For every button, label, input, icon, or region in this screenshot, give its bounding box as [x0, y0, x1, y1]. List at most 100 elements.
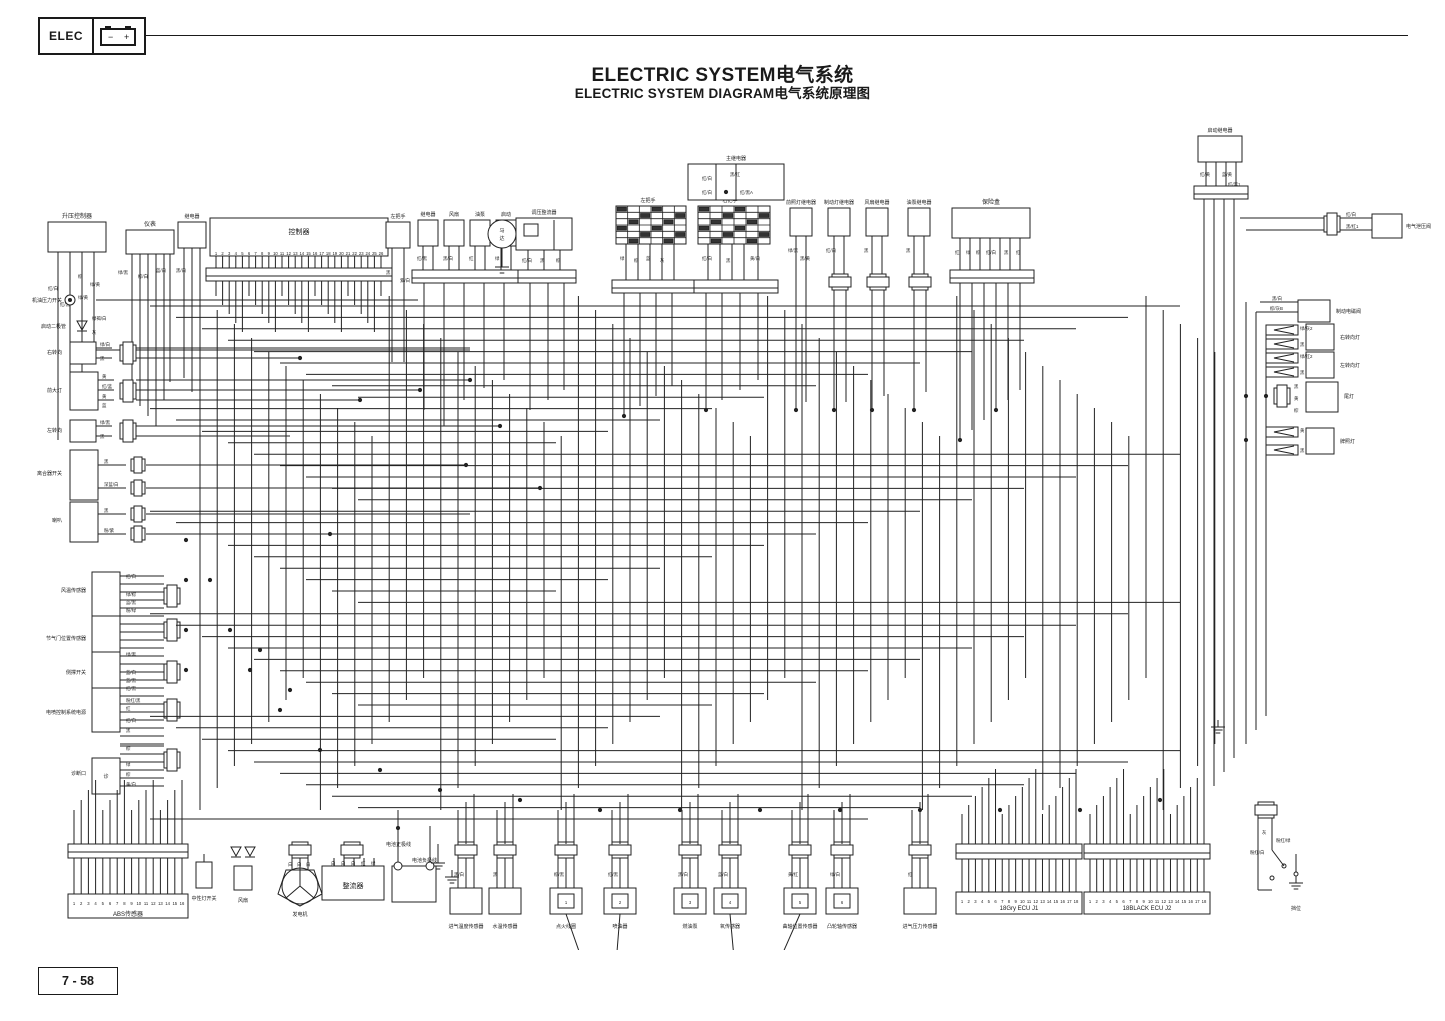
svg-text:黑: 黑 [104, 508, 109, 514]
svg-text:诊: 诊 [103, 773, 108, 780]
svg-text:绿/黑: 绿/黑 [118, 269, 129, 276]
svg-text:左把手: 左把手 [640, 197, 655, 204]
svg-text:黑: 黑 [100, 356, 105, 362]
svg-text:粉/绿: 粉/绿 [126, 607, 137, 614]
svg-text:10: 10 [1148, 899, 1153, 904]
svg-text:白: 白 [297, 861, 301, 868]
svg-text:节气门位置传感器: 节气门位置传感器 [46, 635, 86, 642]
svg-text:前照灯继电器: 前照灯继电器 [786, 199, 816, 206]
svg-text:2: 2 [221, 251, 224, 256]
svg-text:侧撑开关: 侧撑开关 [66, 669, 86, 676]
svg-text:3: 3 [228, 251, 231, 256]
svg-text:红/黑A: 红/黑A [740, 189, 753, 196]
svg-text:喇叭: 喇叭 [52, 517, 62, 524]
svg-text:1: 1 [961, 899, 964, 904]
right-component-group: 制动电磁阀 黑/白 棕/灰B 右转向灯 绿/灰2 黑 左转向灯 绿/红2 黑 尾… [1243, 295, 1361, 670]
svg-text:1: 1 [215, 251, 218, 256]
svg-text:棕: 棕 [976, 249, 981, 256]
svg-text:13: 13 [1040, 899, 1045, 904]
label-instrument: 仪表 [144, 220, 156, 228]
svg-text:凸轮轴传感器: 凸轮轴传感器 [827, 923, 857, 930]
svg-text:3: 3 [689, 900, 692, 905]
svg-text:棕/白: 棕/白 [138, 273, 148, 280]
svg-text:15: 15 [306, 251, 311, 256]
svg-text:马: 马 [499, 227, 504, 234]
svg-text:红/白: 红/白 [522, 257, 532, 264]
component-relay-small: 继电器 黑/白 [176, 213, 207, 392]
svg-text:+: + [124, 32, 129, 42]
svg-text:12: 12 [151, 901, 156, 906]
component-rectifier: 整流器 白白 白红 绿 [321, 841, 385, 901]
svg-text:16: 16 [1188, 899, 1193, 904]
svg-text:左转向灯: 左转向灯 [1340, 362, 1360, 369]
svg-text:黄: 黄 [102, 393, 107, 400]
svg-text:燃油泵: 燃油泵 [682, 923, 697, 930]
svg-text:粉/紫: 粉/紫 [104, 527, 115, 534]
component-right-switch-matrix: 右把手 红/白黑 黄/白 主继电器 红/白 黑/红 红/白 [687, 155, 785, 410]
svg-text:4: 4 [235, 251, 238, 256]
svg-text:6: 6 [109, 901, 112, 906]
svg-text:3: 3 [87, 901, 90, 906]
svg-text:黑/黄: 黑/黄 [800, 255, 811, 262]
svg-text:制动灯继电器: 制动灯继电器 [824, 199, 854, 206]
svg-text:绿/黄: 绿/黄 [78, 294, 89, 301]
svg-text:16: 16 [180, 901, 185, 906]
svg-text:3: 3 [1102, 899, 1105, 904]
component-left-switch-matrix: 左把手 绿棕 蓝灰 [611, 197, 695, 416]
svg-text:7: 7 [1001, 899, 1004, 904]
svg-text:绿: 绿 [966, 249, 971, 255]
svg-text:9: 9 [1142, 899, 1145, 904]
svg-text:紫/白: 紫/白 [400, 277, 410, 284]
svg-text:14: 14 [1175, 899, 1180, 904]
svg-text:绿/白: 绿/白 [830, 871, 840, 878]
svg-text:12: 12 [1161, 899, 1166, 904]
svg-text:红: 红 [469, 255, 474, 261]
svg-text:中性灯开关: 中性灯开关 [191, 895, 216, 902]
svg-text:黑: 黑 [1300, 448, 1305, 454]
svg-text:7: 7 [116, 901, 119, 906]
svg-text:左转向: 左转向 [47, 427, 62, 434]
svg-text:黑: 黑 [1294, 384, 1299, 390]
svg-text:棕: 棕 [634, 257, 639, 264]
svg-text:红/白: 红/白 [702, 255, 712, 262]
label-regulator: 调压整流器 [531, 209, 556, 216]
svg-text:7: 7 [1129, 899, 1132, 904]
svg-text:黄/红: 黄/红 [788, 871, 799, 878]
svg-text:黄: 黄 [1300, 427, 1305, 434]
svg-text:喷油器: 喷油器 [612, 923, 627, 930]
svg-text:9: 9 [130, 901, 133, 906]
svg-text:6: 6 [248, 251, 251, 256]
svg-text:4: 4 [729, 900, 732, 905]
component-relay-row-2: 前照灯继电器 制动灯继电器 风扇继电器 油泵继电器 绿/黑 黑/黄 红/白 黑 … [786, 199, 932, 410]
svg-text:红: 红 [908, 871, 913, 877]
svg-text:水温传感器: 水温传感器 [492, 923, 517, 930]
svg-text:电池负极线: 电池负极线 [412, 857, 437, 864]
svg-text:棕: 棕 [126, 745, 131, 752]
svg-text:21: 21 [346, 251, 351, 256]
svg-text:黑/红: 黑/红 [730, 171, 741, 178]
svg-text:10: 10 [136, 901, 141, 906]
svg-text:深蓝/白: 深蓝/白 [104, 481, 118, 488]
svg-text:达: 达 [499, 235, 504, 242]
svg-text:ABS传感器: ABS传感器 [113, 910, 143, 918]
svg-text:黄: 黄 [102, 373, 107, 380]
svg-text:白: 白 [306, 861, 310, 868]
label-relay-small: 继电器 [184, 213, 199, 220]
svg-text:7: 7 [254, 251, 257, 256]
svg-text:绿褐/白: 绿褐/白 [92, 315, 106, 322]
svg-text:11: 11 [1155, 899, 1160, 904]
svg-text:黄/白: 黄/白 [750, 255, 760, 262]
component-start-relay-top: 启动继电器 红/黄 蓝/黄 红/黑1 [1193, 127, 1249, 790]
svg-text:进气温度传感器: 进气温度传感器 [448, 923, 483, 930]
svg-text:蓝: 蓝 [646, 255, 651, 261]
svg-text:红: 红 [126, 705, 131, 711]
svg-text:18: 18 [1202, 899, 1207, 904]
svg-text:绿: 绿 [495, 255, 500, 261]
svg-text:发电机: 发电机 [292, 911, 307, 918]
svg-text:红/白: 红/白 [702, 189, 712, 196]
svg-text:18BLACK ECU J2: 18BLACK ECU J2 [1123, 906, 1172, 912]
svg-text:进气压力传感器: 进气压力传感器 [902, 923, 937, 930]
svg-text:14: 14 [299, 251, 304, 256]
svg-text:灰: 灰 [660, 257, 665, 264]
